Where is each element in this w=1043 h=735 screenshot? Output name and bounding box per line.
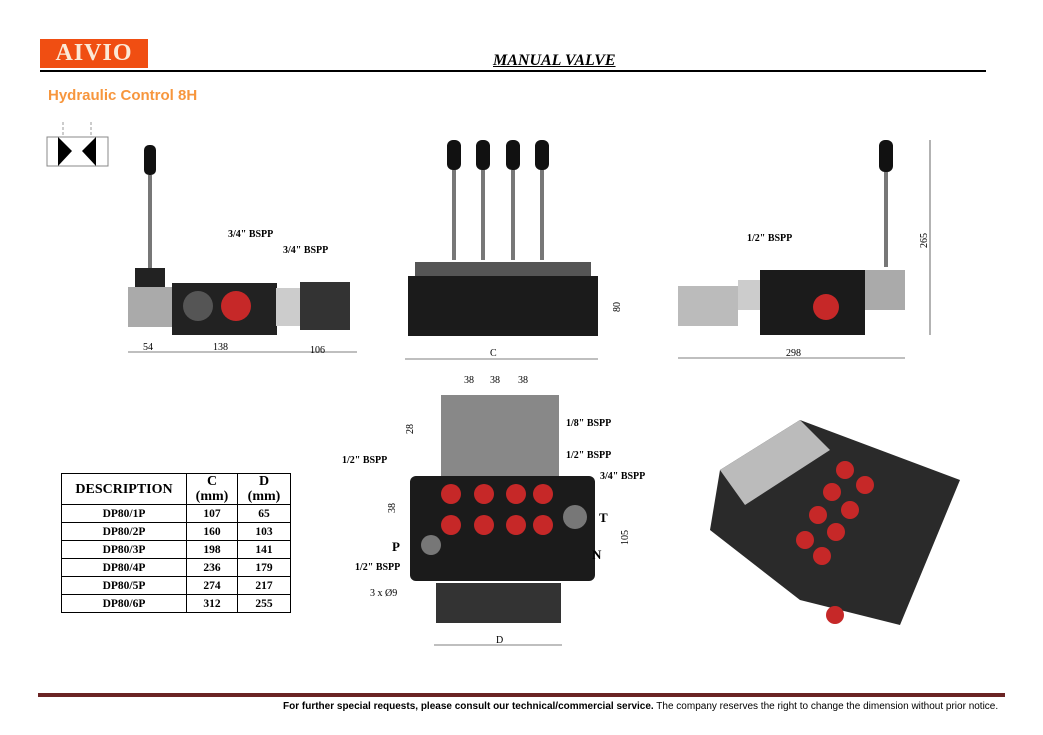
- document-title: MANUAL VALVE: [493, 52, 616, 69]
- table-cell: 103: [237, 522, 291, 541]
- port-label: 1/2" BSPP: [355, 562, 400, 573]
- port-p-label: P: [392, 539, 400, 554]
- aivio-logo: AIVIO: [40, 39, 148, 68]
- dimension-label: 106: [310, 345, 325, 356]
- right-view-drawing: 1/2" BSPP 298 265: [678, 140, 931, 359]
- dimension-label: 38: [387, 503, 398, 513]
- mounting-holes-label: 3 x Ø9: [370, 588, 397, 599]
- table-cell: DP80/2P: [61, 522, 187, 541]
- table-cell: 236: [186, 558, 238, 577]
- table-cell: 107: [186, 504, 238, 523]
- table-cell: 274: [186, 576, 238, 595]
- header-c: C: [206, 474, 218, 489]
- dimension-label: 28: [405, 424, 416, 434]
- port-label: 1/2" BSPP: [747, 233, 792, 244]
- port-label: 3/4" BSPP: [600, 471, 645, 482]
- valve-symbol-icon: [46, 122, 109, 167]
- port-label: 3/4" BSPP: [283, 245, 328, 256]
- port-n-label: N: [592, 547, 602, 562]
- header-d: D: [258, 474, 270, 489]
- dimension-label: 105: [620, 530, 631, 545]
- table-cell: 255: [237, 594, 291, 613]
- table-cell: 179: [237, 558, 291, 577]
- drawings: 3/4" BSPP 3/4" BSPP 54 138 106 C 80 1/2"…: [46, 122, 960, 646]
- front-view-drawing: C 80: [405, 140, 623, 360]
- dimension-label: 38: [490, 375, 500, 386]
- dimension-label: C: [490, 348, 497, 359]
- top-view-drawing: 38 38 38 28 1/8" BSPP 1/2" BSPP 1/2" BSP…: [342, 375, 645, 646]
- dimension-label: 38: [464, 375, 474, 386]
- port-label: 1/8" BSPP: [566, 418, 611, 429]
- table-cell: 312: [186, 594, 238, 613]
- table-cell: DP80/6P: [61, 594, 187, 613]
- header-description: DESCRIPTION: [61, 473, 187, 505]
- header-d-unit: (mm): [247, 489, 281, 504]
- port-label: 1/2" BSPP: [342, 455, 387, 466]
- table-cell: 217: [237, 576, 291, 595]
- table-cell: 65: [237, 504, 291, 523]
- isometric-view-drawing: [710, 420, 960, 625]
- footer-divider: [38, 693, 1005, 697]
- port-label: 3/4" BSPP: [228, 229, 273, 240]
- dimension-label: D: [496, 635, 503, 646]
- port-label: 1/2" BSPP: [566, 450, 611, 461]
- footer-bold-text: For further special requests, please con…: [283, 701, 654, 712]
- table-cell: DP80/5P: [61, 576, 187, 595]
- header-divider: [40, 70, 986, 72]
- dimension-label: 54: [143, 342, 153, 353]
- dimension-label: 38: [518, 375, 528, 386]
- dimension-label: 265: [919, 233, 930, 248]
- port-t-label: T: [599, 510, 608, 525]
- table-cell: 160: [186, 522, 238, 541]
- footer-note: For further special requests, please con…: [283, 701, 998, 712]
- header-c-unit: (mm): [195, 489, 229, 504]
- side-view-drawing: 3/4" BSPP 3/4" BSPP 54 138 106: [128, 145, 357, 356]
- table-cell: DP80/3P: [61, 540, 187, 559]
- table-cell: 198: [186, 540, 238, 559]
- dimension-label: 80: [612, 302, 623, 312]
- dimension-label: 298: [786, 348, 801, 359]
- footer-text: The company reserves the right to change…: [653, 701, 999, 712]
- table-cell: DP80/4P: [61, 558, 187, 577]
- table-cell: 141: [237, 540, 291, 559]
- table-cell: DP80/1P: [61, 504, 187, 523]
- dimension-label: 138: [213, 342, 228, 353]
- product-subtitle: Hydraulic Control 8H: [48, 87, 198, 104]
